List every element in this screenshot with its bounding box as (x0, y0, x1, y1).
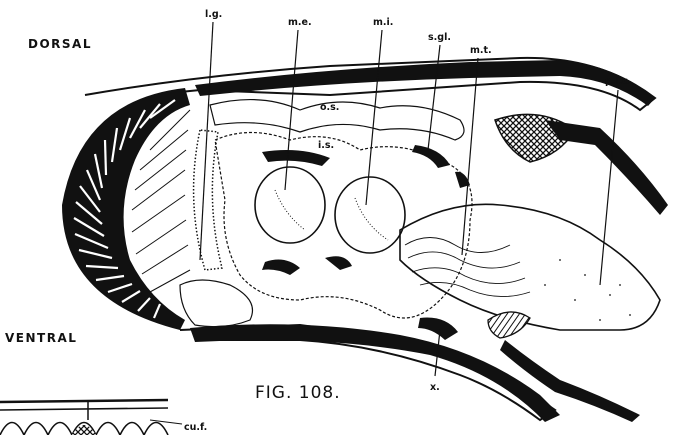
ventral-lobe (180, 280, 253, 327)
figure-caption: FIG. 108. (255, 383, 341, 403)
label-outer-sinus: o.s. (320, 102, 339, 113)
label-medulla-terminalis: m.t. (470, 45, 492, 56)
label-cuticle-fragment: cu.f. (184, 422, 207, 433)
compound-eye (62, 88, 190, 330)
upper-appendage (545, 120, 668, 215)
medulla-externa (255, 167, 325, 243)
dorsal-label: DORSAL (28, 37, 92, 51)
cuticle-fragment (0, 398, 182, 435)
ventral-label: VENTRAL (5, 331, 77, 345)
medulla-interna (335, 177, 405, 253)
label-medulla-externa: m.e. (288, 17, 312, 28)
label-sinus-gland: s.gl. (428, 32, 451, 43)
label-medulla-interna: m.i. (373, 17, 393, 28)
lower-appendage (500, 340, 640, 422)
label-lamina-ganglionaris: l.g. (205, 9, 222, 20)
label-plc: p.l.c. (605, 76, 632, 87)
lamina-ganglionaris (194, 130, 222, 270)
peduncle (400, 204, 660, 330)
ventral-cuticle (190, 324, 560, 422)
lower-hatched-body (488, 312, 530, 338)
label-x-organ: x. (430, 382, 440, 393)
dorsal-cuticle (195, 60, 655, 106)
label-inner-sinus: i.s. (318, 140, 334, 151)
